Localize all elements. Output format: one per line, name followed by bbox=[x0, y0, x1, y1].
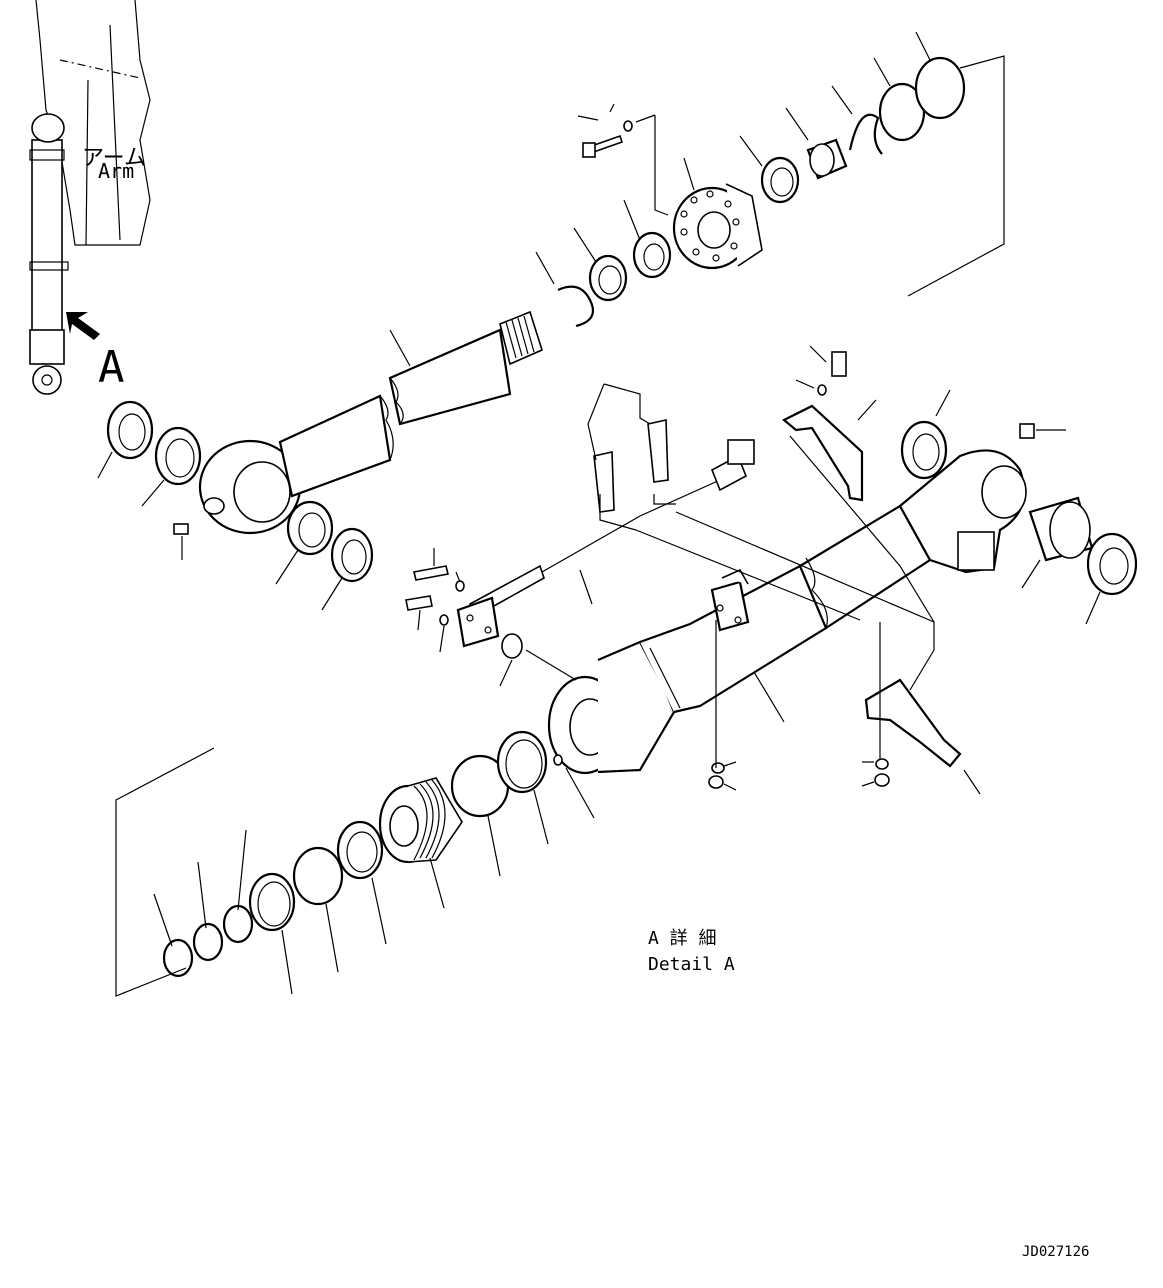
view-arrow-icon bbox=[66, 312, 100, 340]
cylinder-head-parts bbox=[557, 56, 966, 328]
drawing-code: JD027126 bbox=[1022, 1244, 1089, 1260]
arm-label-en: Arm bbox=[98, 159, 134, 183]
detail-title-jp: A 詳 細 bbox=[648, 928, 717, 949]
rod-end-bushings bbox=[106, 400, 374, 583]
piston-rod-assembly bbox=[173, 310, 543, 535]
leader-lines-upper bbox=[97, 31, 1005, 611]
arm-label-jp: アーム bbox=[82, 146, 146, 171]
leader-lines-bottom bbox=[115, 747, 595, 997]
inset-arm-view: アーム Arm A bbox=[29, 0, 151, 395]
piston-seal-parts bbox=[162, 730, 563, 978]
view-letter: A bbox=[98, 342, 125, 393]
leader-lines-lower bbox=[417, 345, 1101, 795]
cylinder-tube-assembly bbox=[405, 351, 1138, 789]
detail-title-en: Detail A bbox=[648, 954, 735, 975]
snap-ring bbox=[557, 285, 594, 328]
